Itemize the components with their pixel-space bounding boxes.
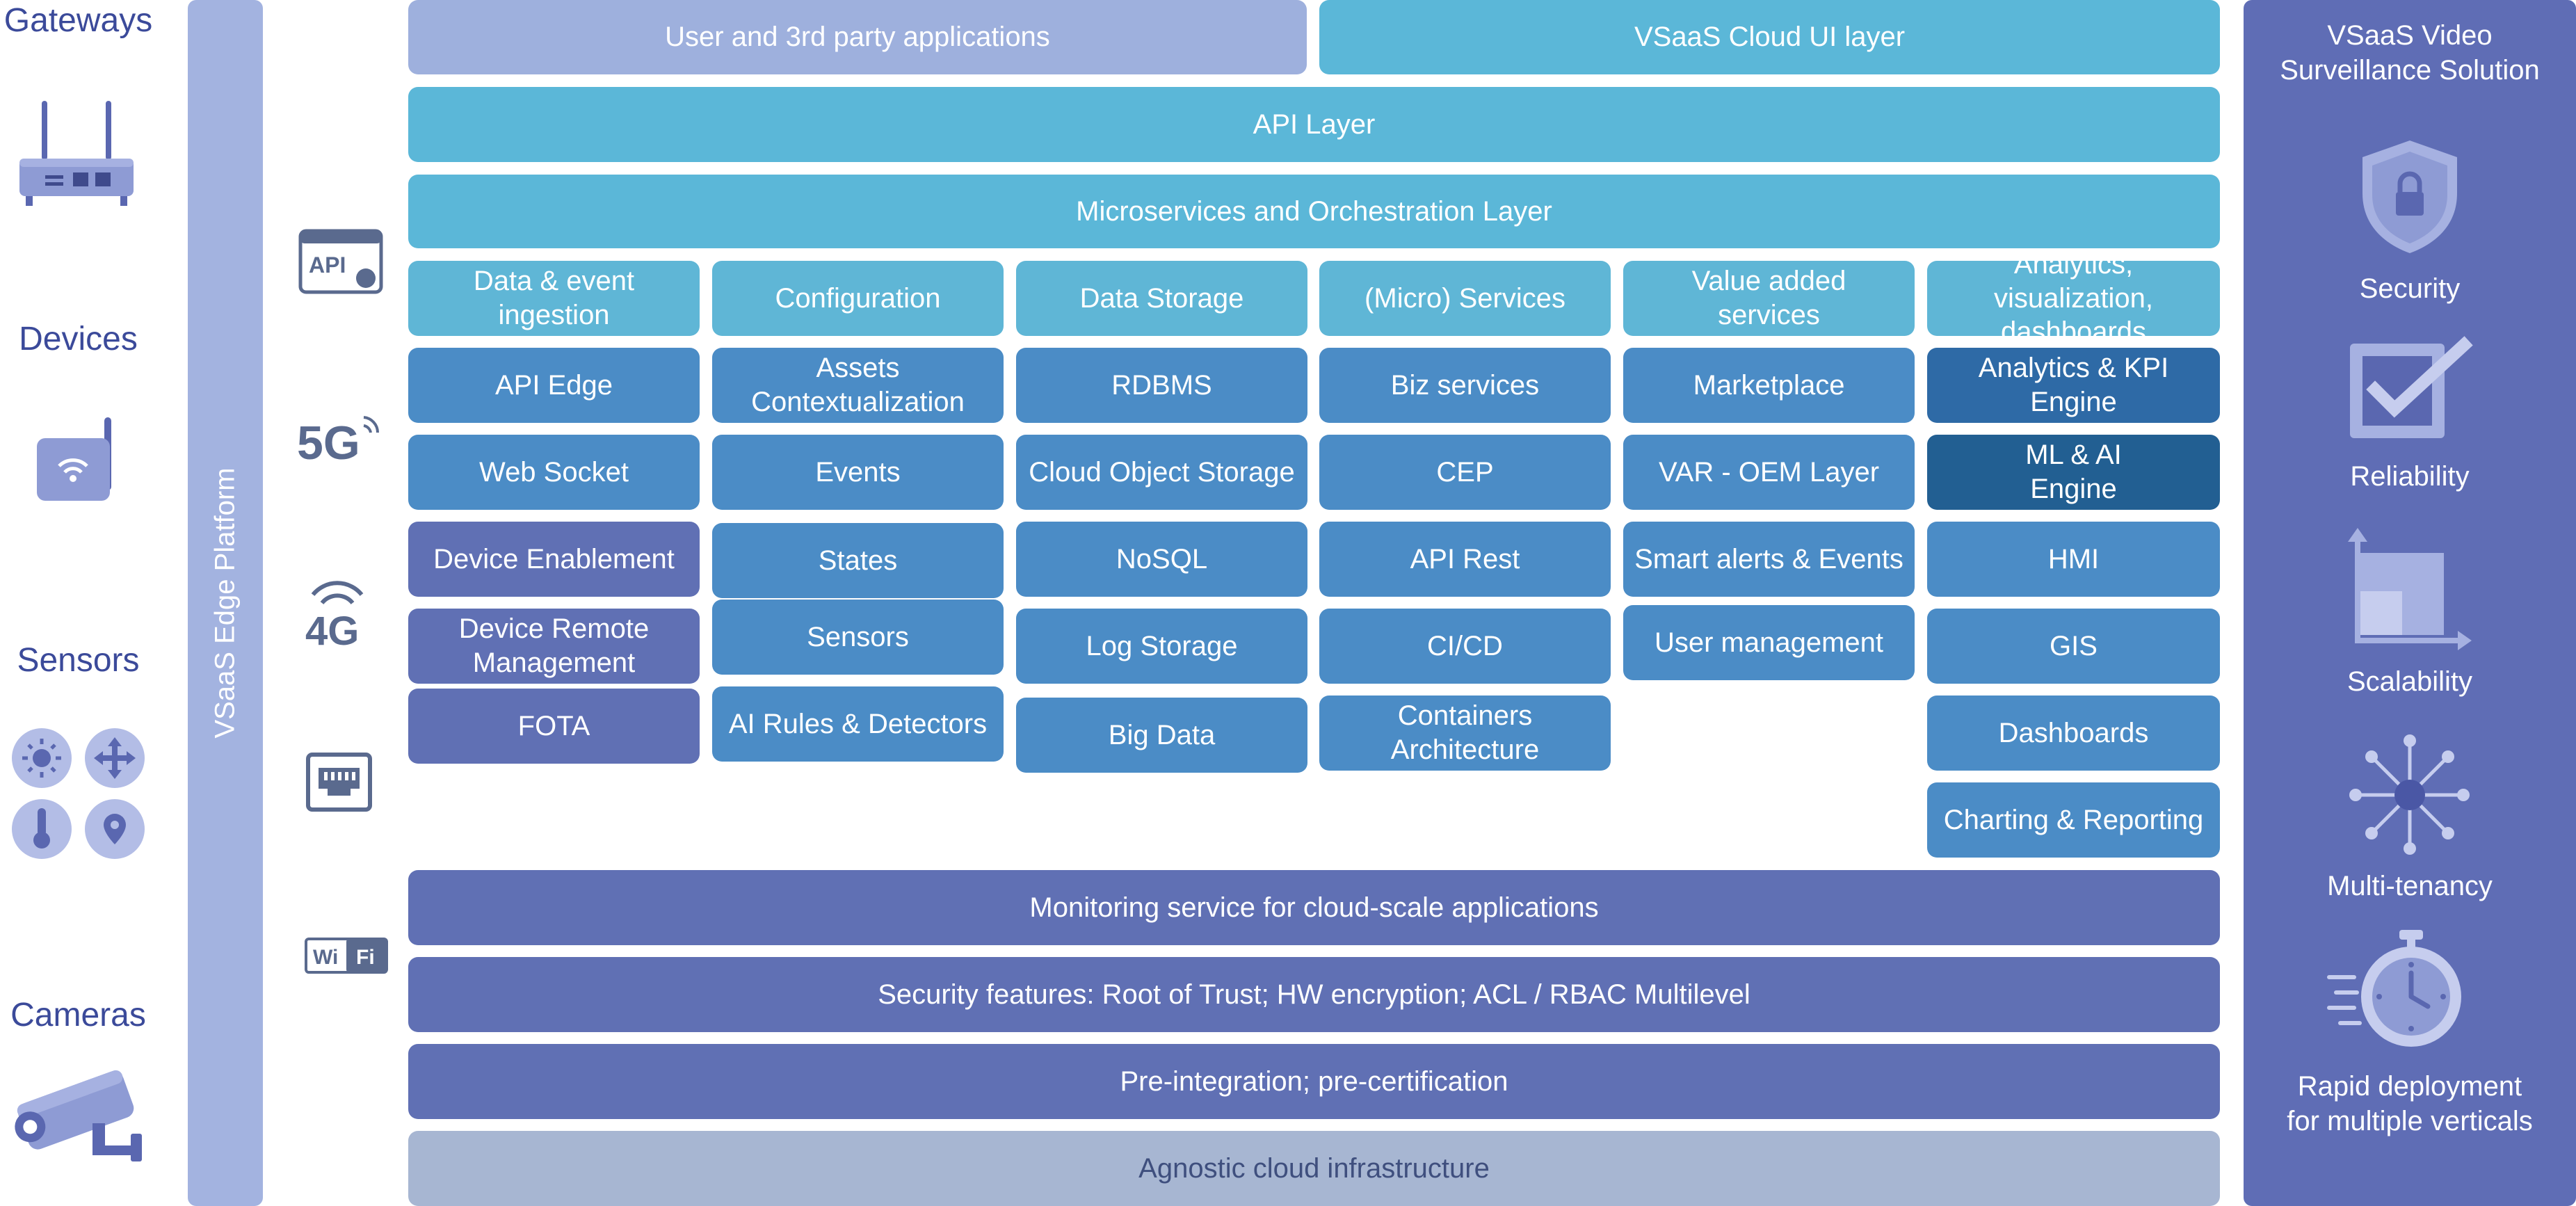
- col3-header: Data Storage: [1016, 261, 1307, 336]
- category-gateways: Gateways: [3, 2, 153, 39]
- col3-item: Log Storage: [1016, 609, 1307, 684]
- layer-user-apps: User and 3rd party applications: [408, 0, 1307, 74]
- col3-item: RDBMS: [1016, 348, 1307, 423]
- layer-monitoring: Monitoring service for cloud-scale appli…: [408, 870, 2220, 945]
- col3-item: Big Data: [1016, 698, 1307, 773]
- ethernet-icon: [306, 753, 372, 812]
- 5g-icon-text: 5G: [297, 417, 360, 469]
- 4g-icon: 4G: [305, 581, 364, 654]
- col6-item: GIS: [1927, 609, 2220, 684]
- col4-item: Containers Architecture: [1319, 696, 1611, 771]
- wifi-icon-text-a: Wi: [313, 946, 338, 969]
- col6-item: ML & AI Engine: [1927, 435, 2220, 510]
- multi-tenancy-network-icon: [2349, 734, 2470, 855]
- wifi-icon-text-b: Fi: [356, 946, 375, 969]
- col6-header: Analytics, visualization, dashboards: [1927, 249, 2220, 347]
- col5-item: User management: [1623, 605, 1915, 680]
- edge-platform-bar: [188, 0, 263, 1206]
- col2-item: Assets Contextualization: [712, 348, 1004, 423]
- col2-item: Sensors: [712, 600, 1004, 675]
- col4-header: (Micro) Services: [1319, 261, 1611, 336]
- edge-platform-label: VSaaS Edge Platform: [209, 467, 241, 739]
- solution-title: VSaaS Video Surveillance Solution: [2280, 20, 2540, 86]
- col1-item: Device Enablement: [408, 522, 700, 597]
- feature-label: Multi-tenancy: [2327, 871, 2493, 901]
- col6-item: Dashboards: [1927, 696, 2220, 771]
- col4-item: CEP: [1319, 435, 1611, 510]
- layer-api: API Layer: [408, 87, 2220, 162]
- col4-item: CI/CD: [1319, 609, 1611, 684]
- col1-item: FOTA: [408, 689, 700, 764]
- feature-label: Security: [2359, 273, 2461, 304]
- category-devices: Devices: [19, 321, 138, 357]
- iot-device-icon: [37, 417, 111, 501]
- 4g-icon-text: 4G: [305, 609, 359, 654]
- col1-item: Device Remote Management: [408, 609, 700, 684]
- category-cameras: Cameras: [10, 997, 146, 1034]
- camera-icon: [15, 1070, 142, 1161]
- col6-item: HMI: [1927, 522, 2220, 597]
- col3-item: NoSQL: [1016, 522, 1307, 597]
- feature-label: Reliability: [2350, 461, 2470, 492]
- col5-item: Smart alerts & Events: [1623, 522, 1915, 597]
- col1-header: Data & event ingestion: [408, 261, 700, 336]
- layer-cloud-ui: VSaaS Cloud UI layer: [1319, 0, 2220, 74]
- api-icon: API: [298, 229, 383, 294]
- api-icon-text: API: [309, 252, 346, 278]
- feature-label: Rapid deployment for multiple verticals: [2287, 1071, 2533, 1136]
- col1-item: API Edge: [408, 348, 700, 423]
- col5-item: VAR - OEM Layer: [1623, 435, 1915, 510]
- 5g-icon: 5G: [297, 416, 380, 469]
- col5-item: Marketplace: [1623, 348, 1915, 423]
- col4-item: Biz services: [1319, 348, 1611, 423]
- col5-header: Value added services: [1623, 261, 1915, 336]
- router-icon: [19, 101, 134, 206]
- layer-agnostic: Agnostic cloud infrastructure: [408, 1131, 2220, 1206]
- layer-preintegration: Pre-integration; pre-certification: [408, 1044, 2220, 1119]
- layer-microservices: Microservices and Orchestration Layer: [408, 175, 2220, 248]
- layer-security: Security features: Root of Trust; HW enc…: [408, 957, 2220, 1032]
- col4-item: API Rest: [1319, 522, 1611, 597]
- col2-item: States: [712, 523, 1004, 598]
- col2-item: AI Rules & Detectors: [712, 686, 1004, 762]
- sensors-icon: [12, 728, 145, 859]
- col6-item: Charting & Reporting: [1927, 782, 2220, 858]
- col2-header: Configuration: [712, 261, 1004, 336]
- col1-item: Web Socket: [408, 435, 700, 510]
- col6-item: Analytics & KPI Engine: [1927, 348, 2220, 423]
- reliability-check-icon: [2350, 336, 2473, 438]
- category-sensors: Sensors: [17, 642, 140, 679]
- scalability-chart-icon: [2348, 528, 2472, 650]
- feature-label: Scalability: [2346, 666, 2473, 697]
- security-shield-icon: [2362, 140, 2457, 253]
- col2-item: Events: [712, 435, 1004, 510]
- rapid-deployment-stopwatch-icon: [2327, 930, 2461, 1047]
- wifi-icon: Wi Fi: [305, 938, 388, 974]
- col3-item: Cloud Object Storage: [1016, 435, 1307, 510]
